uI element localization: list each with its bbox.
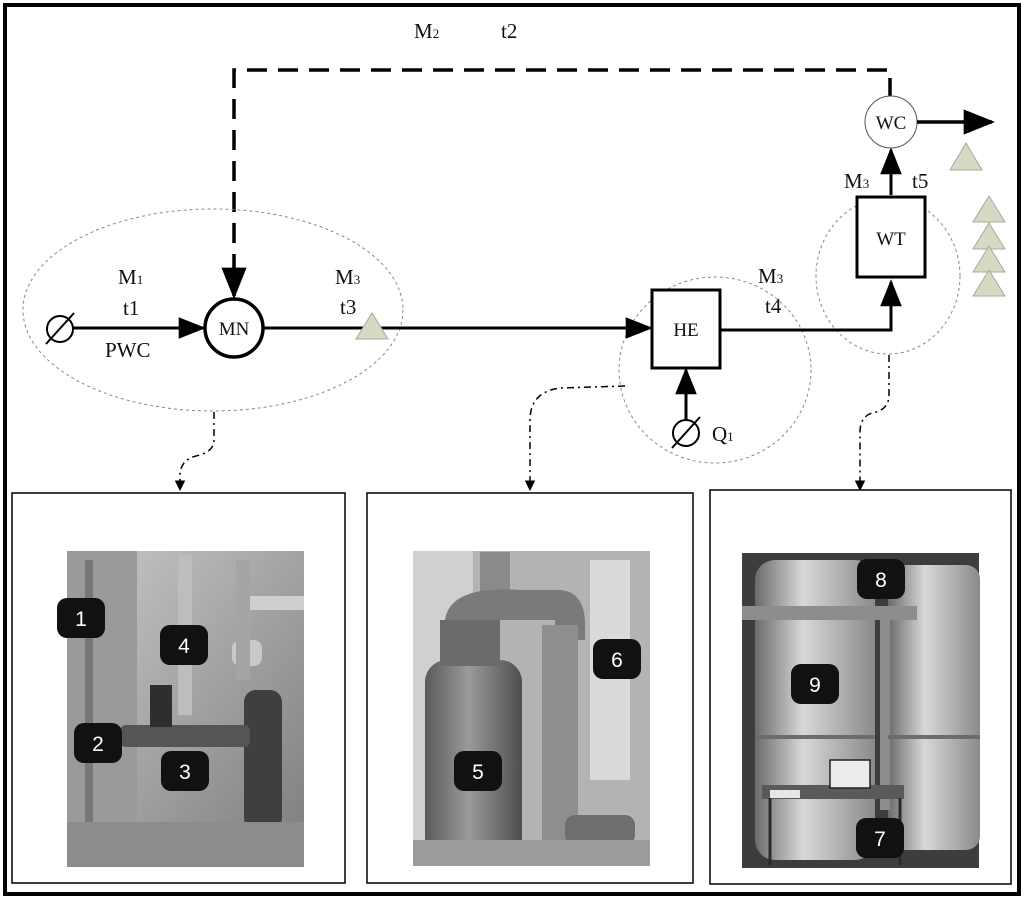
svg-text:3: 3	[179, 761, 191, 784]
exchanger-out-mass-label: M3	[758, 264, 783, 288]
photo-badge-1: 1	[57, 598, 105, 638]
water-tank-box	[855, 195, 927, 279]
outer-frame	[3, 3, 1021, 896]
heat-exchanger-label: HE	[673, 320, 698, 341]
right-stage-leader	[854, 355, 890, 492]
pwc-pump-slash	[45, 312, 75, 345]
svg-text:1: 1	[75, 608, 87, 631]
photo-badge-8: 8	[857, 559, 905, 599]
photo-badge-2: 2	[74, 723, 122, 763]
photo-badge-7: 7	[856, 818, 904, 858]
top-flow-temp-label: t2	[501, 19, 517, 43]
left-stage-boundary	[22, 208, 404, 412]
recirculation-dashed-line	[221, 68, 892, 300]
svg-text:8: 8	[875, 569, 887, 592]
mixer-out-temp-label: t3	[340, 295, 356, 319]
left-temp-label: t1	[123, 296, 139, 320]
tank-equipment-photo	[742, 553, 980, 868]
photo-badge-4: 4	[160, 625, 208, 665]
right-stage-boundary	[815, 197, 961, 355]
middle-stage-boundary	[618, 276, 812, 464]
photo-badge-3: 3	[161, 751, 209, 791]
photo-badge-9: 9	[791, 664, 839, 704]
svg-text:6: 6	[611, 649, 623, 672]
left-mass-label: M1	[118, 265, 143, 289]
mixer-out-mass-label: M3	[335, 265, 360, 289]
mixing-equipment-photo	[67, 551, 304, 867]
exchanger-out-temp-label: t4	[765, 294, 782, 318]
svg-text:7: 7	[874, 828, 886, 851]
measurement-triangle-consumer	[949, 142, 983, 171]
svg-text:5: 5	[472, 761, 484, 784]
exchanger-to-tank-line	[720, 279, 902, 332]
mixer-label: MN	[219, 319, 250, 340]
tank-out-temp-label: t5	[912, 169, 928, 193]
measurement-triangle-tank-1	[972, 195, 1006, 223]
water-consumer-label: WC	[876, 113, 907, 134]
measurement-triangle-t3	[355, 312, 389, 340]
heat-source-slash	[671, 416, 701, 449]
svg-text:2: 2	[92, 733, 104, 756]
water-tank-label: WT	[876, 229, 906, 250]
tank-out-mass-label: M3	[844, 169, 869, 193]
pwc-label: PWC	[105, 338, 151, 362]
heat-label: Q1	[712, 422, 734, 446]
svg-text:4: 4	[178, 635, 190, 658]
left-stage-leader	[174, 412, 215, 492]
photo-badge-5: 5	[454, 751, 502, 791]
measurement-triangle-tank-3	[972, 245, 1006, 273]
photo-badge-6: 6	[593, 639, 641, 679]
svg-text:9: 9	[809, 674, 821, 697]
top-flow-mass-label: M2	[414, 19, 439, 43]
measurement-triangle-tank-4	[972, 269, 1006, 297]
exchanger-equipment-photo	[413, 551, 650, 866]
middle-stage-leader	[524, 385, 626, 492]
